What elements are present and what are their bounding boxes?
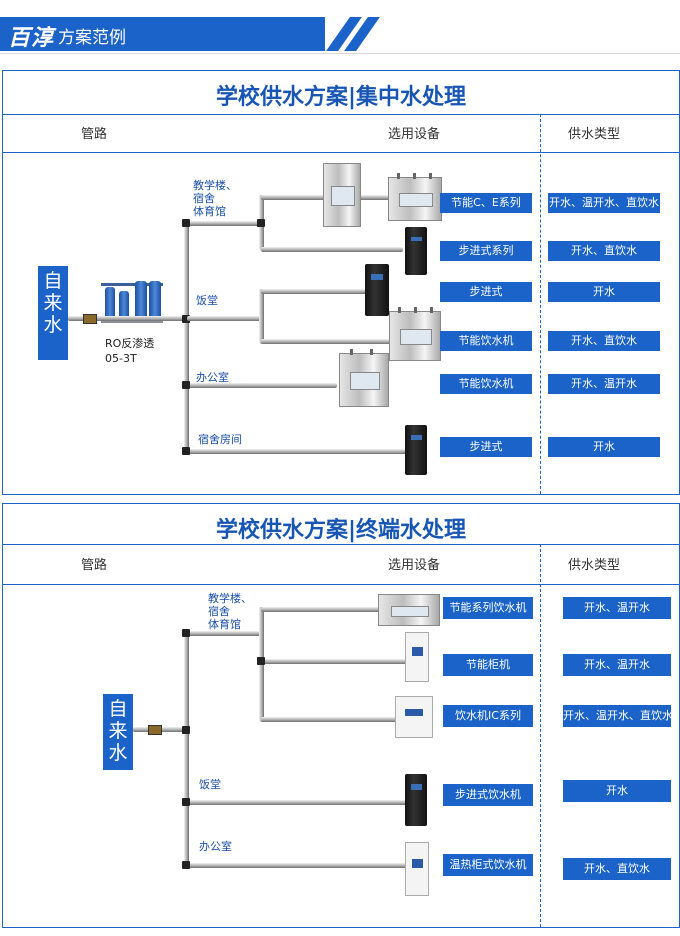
pipe (187, 316, 262, 321)
column-divider (540, 114, 541, 494)
water-dispenser-image (405, 425, 427, 475)
water-dispenser-image (405, 774, 427, 826)
pipe-joint (182, 629, 190, 637)
pipe (187, 631, 262, 636)
pipe-joint (182, 798, 190, 806)
branch-label: 宿舍房间 (198, 433, 242, 446)
branch-label: 办公室 (196, 371, 229, 384)
supply-label: 开水 (548, 437, 660, 457)
branch-label: 饭堂 (199, 778, 221, 791)
banner-bar (0, 17, 325, 51)
col-header-supply: 供水类型 (568, 558, 621, 573)
supply-label: 开水、温开水 (563, 597, 671, 619)
supply-label: 开水、直饮水 (563, 858, 671, 880)
pipe-joint (182, 447, 190, 455)
device-label: 饮水机IC系列 (443, 705, 533, 727)
panel-centralized: 学校供水方案|集中水处理 管路 选用设备 供水类型 自来水 RO反渗透 05-3… (2, 70, 680, 495)
valve-icon (148, 725, 162, 735)
supply-label: 开水、温开水 (548, 374, 660, 394)
device-label: 温热柜式饮水机 (443, 854, 533, 876)
divider (3, 584, 679, 585)
device-label: 节能系列饮水机 (443, 597, 533, 619)
pipe (259, 289, 264, 344)
pipe (261, 717, 401, 722)
pipe (261, 247, 403, 252)
supply-label: 开水 (548, 282, 660, 302)
device-label: 步进式 (440, 282, 532, 302)
pipe-joint (182, 219, 190, 227)
water-dispenser-image (323, 163, 361, 227)
col-header-device: 选用设备 (388, 127, 441, 142)
panel-terminal: 学校供水方案|终端水处理 管路 选用设备 供水类型 自来水 教学楼、 宿舍 体育… (2, 503, 680, 928)
branch-label: 饭堂 (196, 294, 218, 307)
col-header-device: 选用设备 (388, 558, 441, 573)
device-label: 步进式饮水机 (443, 784, 533, 806)
divider (3, 152, 679, 153)
pipe-joint (257, 657, 265, 665)
branch-label: 教学楼、 宿舍 体育馆 (208, 592, 252, 631)
supply-label: 开水、温开水、直饮水 (563, 705, 673, 727)
device-label: 步进式 (440, 437, 532, 457)
pipe (187, 800, 407, 805)
pipe (261, 659, 411, 664)
pipe (184, 221, 189, 453)
column-divider (540, 544, 541, 927)
pipe-joint (182, 861, 190, 869)
divider (0, 53, 680, 54)
col-header-supply: 供水类型 (568, 127, 621, 142)
col-header-pipe: 管路 (81, 127, 108, 142)
ro-model: 05-3T (105, 352, 137, 365)
pipe (261, 607, 391, 612)
pipe (187, 863, 407, 868)
pipe (187, 383, 337, 388)
supply-label: 开水、温开水 (563, 654, 671, 676)
section-banner: 百淳 方案范例 (0, 17, 380, 51)
pipe-joint (257, 219, 265, 227)
pipe-joint (182, 315, 190, 323)
water-dispenser-image (395, 696, 433, 738)
pipe (187, 221, 262, 226)
water-dispenser-image (405, 227, 427, 275)
valve-icon (83, 314, 97, 324)
divider (3, 114, 679, 115)
device-label: 步进式系列 (440, 241, 532, 261)
pipe (261, 339, 391, 344)
pipe (68, 316, 188, 321)
branch-label: 教学楼、 宿舍 体育馆 (193, 179, 237, 218)
pipe-joint (182, 726, 190, 734)
supply-label: 开水、温开水、直饮水 (548, 193, 660, 213)
panel-title: 学校供水方案|集中水处理 (215, 85, 467, 110)
brand-logo-text: 百淳 (8, 25, 55, 51)
ro-label: RO反渗透 (105, 337, 155, 350)
panel-title: 学校供水方案|终端水处理 (215, 518, 467, 543)
banner-subtitle: 方案范例 (58, 28, 126, 48)
water-dispenser-image (405, 842, 429, 896)
pipe (187, 449, 407, 454)
pipe (261, 289, 369, 294)
source-label: 自来水 (103, 694, 133, 770)
water-dispenser-image (389, 307, 441, 361)
device-label: 节能饮水机 (440, 331, 532, 351)
water-dispenser-image (405, 632, 429, 682)
water-dispenser-image (378, 594, 440, 626)
device-label: 节能C、E系列 (440, 193, 532, 213)
water-dispenser-image (365, 264, 389, 316)
branch-label: 办公室 (199, 840, 232, 853)
source-label: 自来水 (38, 266, 68, 360)
water-dispenser-image (339, 349, 389, 407)
water-dispenser-image (388, 173, 442, 221)
device-label: 节能饮水机 (440, 374, 532, 394)
col-header-pipe: 管路 (81, 558, 108, 573)
pipe (184, 631, 189, 868)
device-label: 节能柜机 (443, 654, 533, 676)
supply-label: 开水 (563, 780, 671, 802)
pipe-joint (182, 381, 190, 389)
divider (3, 544, 679, 545)
supply-label: 开水、直饮水 (548, 241, 660, 261)
supply-label: 开水、直饮水 (548, 331, 660, 351)
